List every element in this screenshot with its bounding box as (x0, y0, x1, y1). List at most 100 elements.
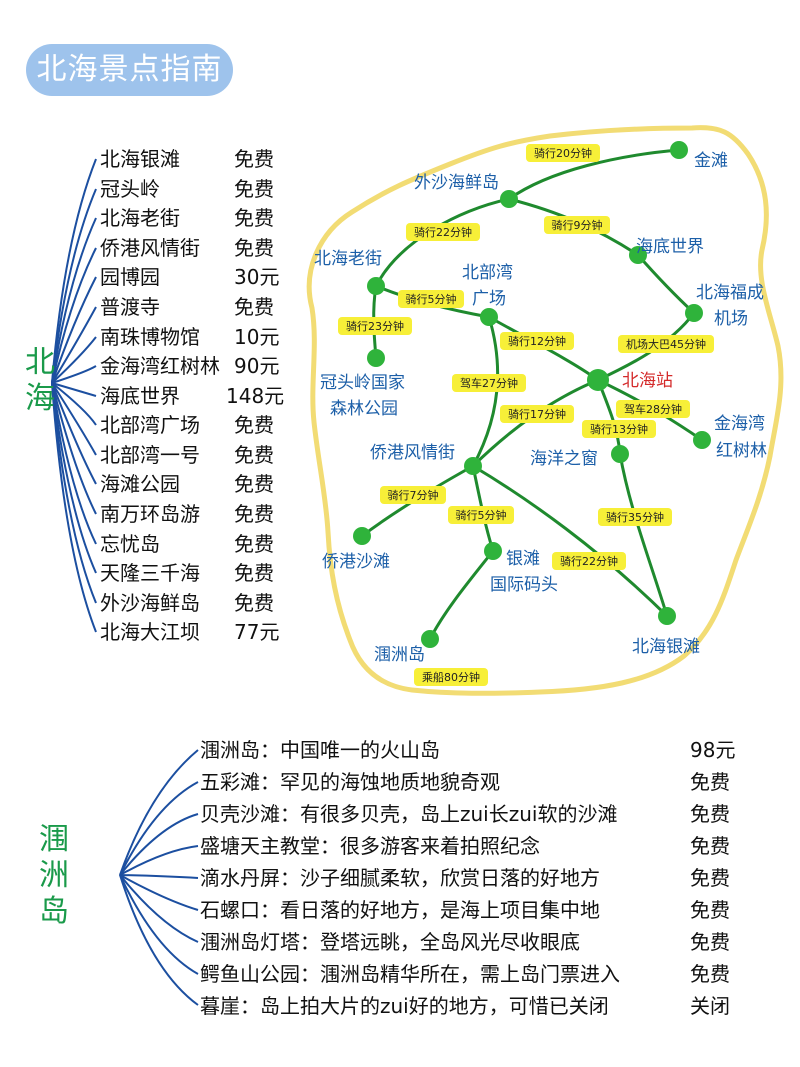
node-jintan (670, 141, 688, 159)
attraction-price: 98元 (690, 738, 736, 762)
node-qiaogang-beach (353, 527, 371, 545)
route-tag: 骑行5分钟 (398, 290, 464, 308)
attraction-price: 免费 (234, 502, 274, 526)
attraction-description: 鳄鱼山公园：涠洲岛精华所在，需上岛门票进入 (200, 962, 620, 986)
attraction-name: 侨港风情街 (100, 236, 200, 260)
beihai-branch-lines (51, 158, 97, 633)
svg-text:骑行20分钟: 骑行20分钟 (534, 146, 592, 160)
attraction-price: 免费 (234, 177, 274, 201)
svg-text:骑行5分钟: 骑行5分钟 (406, 292, 457, 306)
weizhou-section-label: 涠洲岛 (39, 822, 69, 929)
node-jhw (693, 431, 711, 449)
place-label: 冠头岭国家 (320, 373, 405, 393)
route-tag: 骑行9分钟 (544, 216, 610, 234)
attraction-price: 免费 (234, 561, 274, 585)
svg-text:骑行9分钟: 骑行9分钟 (552, 218, 603, 232)
place-label: 金海湾 (714, 414, 765, 434)
place-label: 金滩 (694, 151, 728, 171)
node-fucheng (685, 304, 703, 322)
route-tag: 骑行22分钟 (406, 223, 480, 241)
place-label: 国际码头 (490, 575, 558, 595)
node-haidi (629, 246, 647, 264)
svg-text:驾车27分钟: 驾车27分钟 (460, 376, 518, 390)
route-tag: 骑行5分钟 (448, 506, 514, 524)
map-border (306, 125, 784, 696)
attraction-price: 免费 (234, 591, 274, 615)
attraction-price: 免费 (690, 962, 730, 986)
attraction-name: 海滩公园 (100, 472, 180, 496)
place-label: 北部湾 (462, 263, 513, 283)
attraction-name: 南万环岛游 (100, 502, 200, 526)
attraction-price: 免费 (690, 930, 730, 954)
attraction-description: 暮崖：岛上拍大片的zui好的地方，可惜已关闭 (200, 994, 609, 1018)
attraction-name: 忘忧岛 (100, 532, 160, 556)
attraction-price: 免费 (234, 413, 274, 437)
place-label: 涠洲岛 (374, 645, 425, 665)
attraction-name: 普渡寺 (100, 295, 160, 319)
route-tag: 骑行7分钟 (380, 486, 446, 504)
attraction-name: 冠头岭 (100, 177, 160, 201)
attraction-description: 贝壳沙滩：有很多贝壳，岛上zui长zui软的沙滩 (200, 802, 618, 826)
attraction-price: 90元 (234, 354, 280, 378)
attraction-price: 免费 (234, 443, 274, 467)
place-label: 北海福成 (696, 283, 764, 303)
place-label: 机场 (714, 309, 748, 329)
place-label: 广场 (472, 289, 506, 309)
route-tag: 骑行12分钟 (500, 332, 574, 350)
attraction-price: 免费 (234, 147, 274, 171)
attraction-name: 外沙海鲜岛 (100, 591, 200, 615)
attraction-name: 天隆三千海 (100, 561, 200, 585)
svg-text:乘船80分钟: 乘船80分钟 (422, 670, 480, 684)
attraction-name: 北部湾一号 (100, 443, 200, 467)
node-yintan-pier (484, 542, 502, 560)
svg-text:骑行35分钟: 骑行35分钟 (606, 510, 664, 524)
attraction-name: 园博园 (100, 265, 160, 289)
route-tag: 骑行35分钟 (598, 508, 672, 526)
place-label: 银滩 (506, 549, 540, 569)
svg-text:骑行22分钟: 骑行22分钟 (414, 225, 472, 239)
svg-text:骑行7分钟: 骑行7分钟 (388, 488, 439, 502)
route-tag: 骑行22分钟 (552, 552, 626, 570)
node-station (587, 369, 609, 391)
place-label: 海洋之窗 (530, 449, 598, 469)
attraction-description: 滴水丹屏：沙子细腻柔软，欣赏日落的好地方 (200, 866, 600, 890)
attraction-price: 免费 (690, 898, 730, 922)
svg-text:骑行5分钟: 骑行5分钟 (456, 508, 507, 522)
svg-text:骑行12分钟: 骑行12分钟 (508, 334, 566, 348)
attraction-description: 石螺口：看日落的好地方，是海上项目集中地 (200, 898, 600, 922)
station-label: 北海站 (622, 371, 673, 391)
attraction-price: 148元 (226, 384, 285, 408)
attraction-price: 免费 (234, 236, 274, 260)
node-qiaogang-street (464, 457, 482, 475)
route-tag: 骑行20分钟 (526, 144, 600, 162)
attraction-price: 10元 (234, 325, 280, 349)
attraction-description: 盛塘天主教堂：很多游客来着拍照纪念 (200, 834, 540, 858)
node-bbw (480, 308, 498, 326)
page-title: 北海景点指南 (26, 44, 233, 96)
svg-text:机场大巴45分钟: 机场大巴45分钟 (626, 337, 706, 351)
route-tag: 乘船80分钟 (414, 668, 488, 686)
attraction-name: 南珠博物馆 (100, 325, 200, 349)
svg-text:驾车28分钟: 驾车28分钟 (624, 402, 682, 416)
node-ocean (611, 445, 629, 463)
place-label: 森林公园 (330, 399, 398, 419)
node-weizhou (421, 630, 439, 648)
place-label: 侨港沙滩 (322, 552, 390, 572)
attraction-name: 北海银滩 (100, 147, 180, 171)
attraction-name: 北海大江坝 (100, 620, 200, 644)
node-guantou (367, 349, 385, 367)
svg-text:骑行23分钟: 骑行23分钟 (346, 319, 404, 333)
attraction-name: 海底世界 (100, 384, 180, 408)
attraction-price: 77元 (234, 620, 280, 644)
route-tag: 骑行17分钟 (500, 405, 574, 423)
route-tag: 骑行13分钟 (582, 420, 656, 438)
route-nodes (353, 141, 711, 648)
attraction-name: 北海老街 (100, 206, 180, 230)
attraction-description: 涠洲岛灯塔：登塔远眺，全岛风光尽收眼底 (200, 930, 580, 954)
route-tag: 驾车28分钟 (616, 400, 690, 418)
attraction-price: 30元 (234, 265, 280, 289)
attraction-description: 涠洲岛：中国唯一的火山岛 (200, 738, 440, 762)
place-label: 北海老街 (314, 249, 382, 269)
svg-text:骑行17分钟: 骑行17分钟 (508, 407, 566, 421)
